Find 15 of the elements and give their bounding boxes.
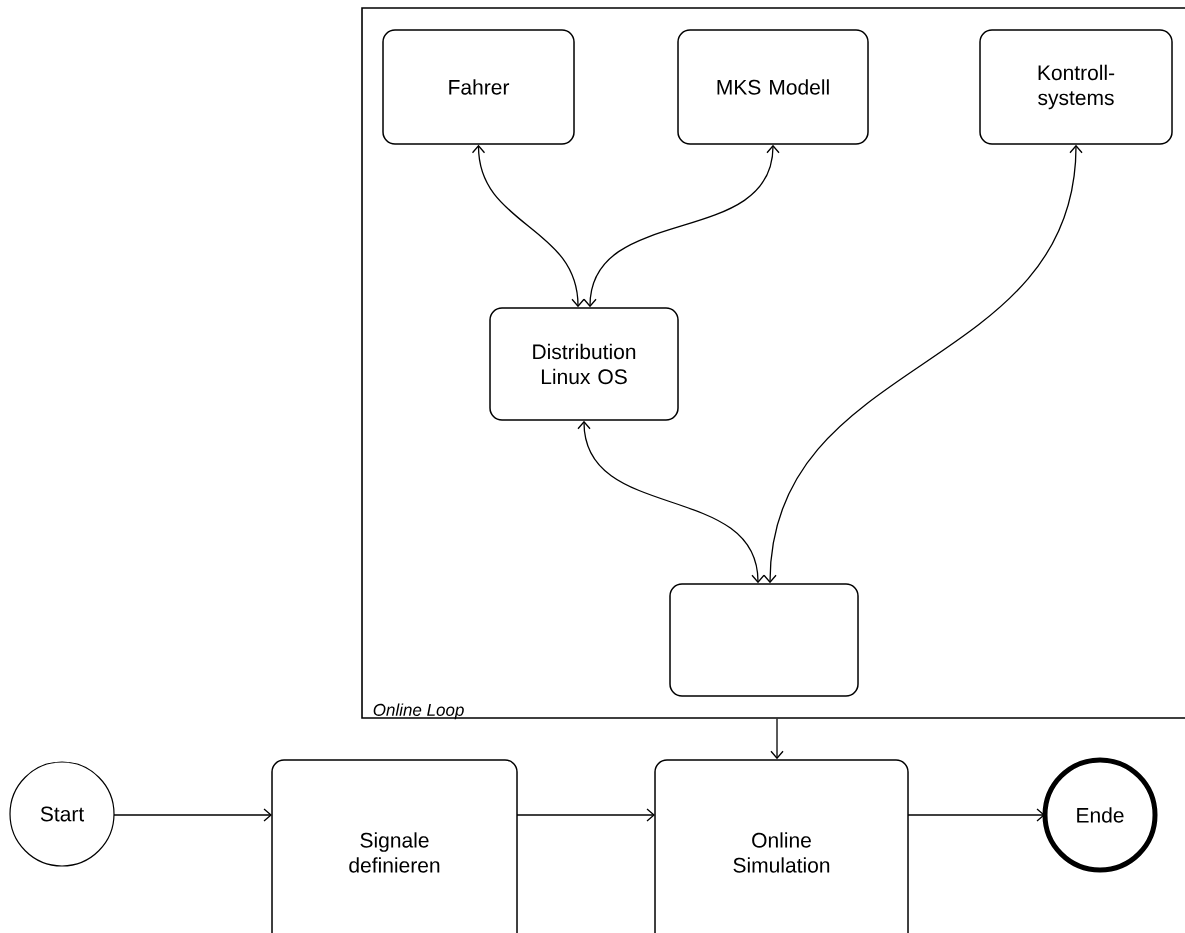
- process-box: Fahrer: [382, 29, 575, 145]
- arrow: [907, 808, 1045, 822]
- arrow: [583, 144, 780, 308]
- arrow: [763, 144, 1083, 584]
- arrow: [577, 420, 765, 584]
- arrow: [113, 808, 272, 822]
- arrow: [770, 718, 784, 760]
- process-box: Kontroll- systems: [979, 29, 1173, 145]
- process-box: Distribution Linux OS: [489, 307, 679, 421]
- arrow: [471, 144, 585, 308]
- process-box: Signale definieren: [271, 759, 518, 933]
- process-box: Online Simulation: [654, 759, 909, 933]
- process-box: MKS Modell: [677, 29, 869, 145]
- process-box: [669, 583, 859, 697]
- arrow: [516, 808, 655, 822]
